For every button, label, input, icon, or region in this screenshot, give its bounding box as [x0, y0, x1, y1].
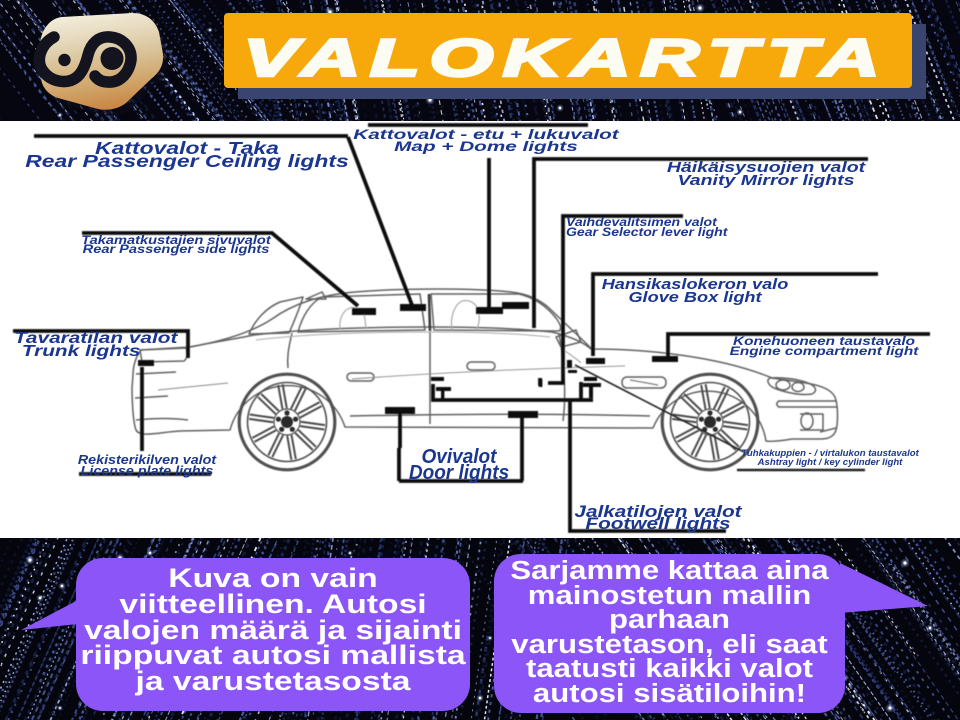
- svg-text:VALOKARTTA: VALOKARTTA: [243, 29, 889, 88]
